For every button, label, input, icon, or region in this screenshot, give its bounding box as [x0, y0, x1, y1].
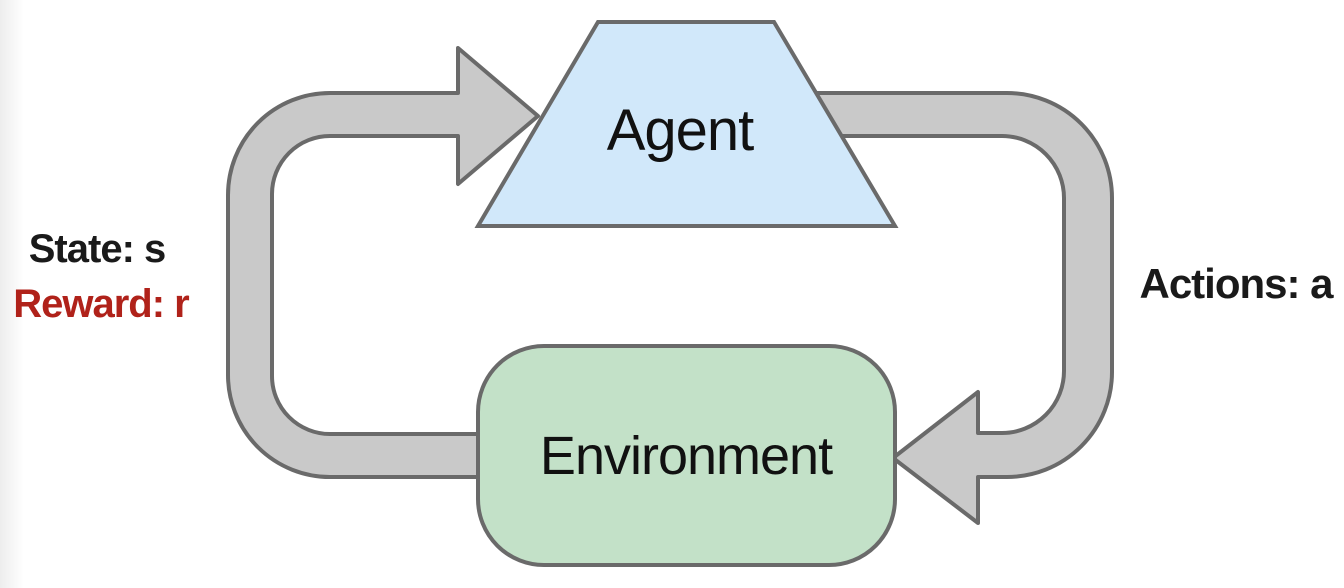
- agent-node: [474, 20, 899, 228]
- actions-edge-label: Actions: a: [1139, 260, 1333, 307]
- environment-node: [476, 344, 897, 567]
- environment-node-label: Environment: [539, 426, 833, 486]
- reward-edge-label: Reward: r: [13, 282, 189, 326]
- state-reward-arrow: [226, 46, 540, 479]
- agent-node-label: Agent: [606, 98, 755, 163]
- state-edge-label: State: s: [28, 227, 166, 271]
